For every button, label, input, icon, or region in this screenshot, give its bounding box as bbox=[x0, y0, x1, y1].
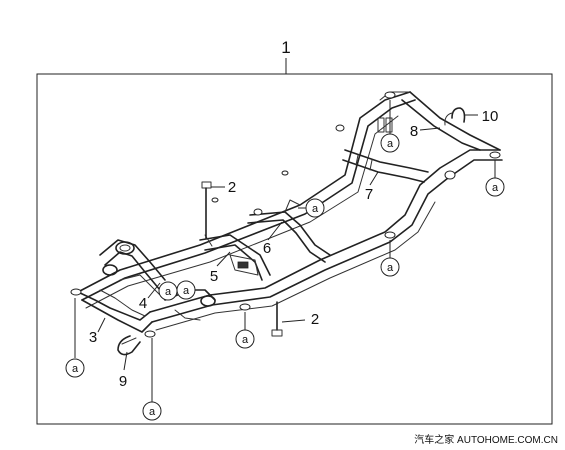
callout-a-8: a bbox=[305, 198, 325, 218]
svg-text:a: a bbox=[492, 182, 499, 194]
callout-a-7: a bbox=[158, 281, 178, 301]
part-label-3: 3 bbox=[89, 329, 97, 346]
part-label-5: 5 bbox=[210, 268, 218, 285]
svg-text:a: a bbox=[72, 363, 79, 375]
callout-a-4: a bbox=[380, 257, 400, 277]
frame-right-rail bbox=[149, 149, 503, 331]
diagram-border bbox=[36, 73, 553, 425]
callout-a-6: a bbox=[380, 133, 400, 153]
bolt-2-top bbox=[201, 181, 212, 239]
part-label-4: 4 bbox=[139, 295, 147, 312]
part-label-7: 7 bbox=[365, 186, 373, 203]
part-labels: 1 2 2 3 4 5 6 7 8 9 10 bbox=[89, 38, 499, 390]
crossmember-5 bbox=[199, 234, 271, 281]
svg-text:a: a bbox=[165, 286, 172, 298]
part-label-1: 1 bbox=[281, 38, 290, 57]
leader-lines bbox=[74, 100, 496, 402]
svg-text:a: a bbox=[387, 262, 394, 274]
crossmember-6 bbox=[247, 199, 331, 263]
callout-a-2: a bbox=[142, 401, 162, 421]
part-label-9: 9 bbox=[119, 373, 127, 390]
part-label-8: 8 bbox=[410, 123, 418, 140]
bracket-10 bbox=[444, 107, 466, 126]
svg-text:a: a bbox=[387, 138, 394, 150]
frame-left-rail bbox=[77, 91, 416, 309]
part-label-6: 6 bbox=[263, 240, 271, 257]
callout-a-5: a bbox=[485, 177, 505, 197]
bracket-8 bbox=[377, 117, 393, 133]
part-label-2-top: 2 bbox=[228, 179, 236, 196]
callout-a-1: a bbox=[65, 358, 85, 378]
part-label-2-bottom: 2 bbox=[311, 311, 319, 328]
callout-a-3: a bbox=[235, 329, 255, 349]
callout-a-9: a bbox=[176, 280, 196, 300]
callout-a-circles: a a a a a a a a a bbox=[65, 133, 505, 421]
tow-hook-9 bbox=[117, 335, 141, 356]
watermark: 汽车之家 AUTOHOME.COM.CN bbox=[414, 433, 558, 446]
front-crossmember bbox=[77, 239, 216, 333]
bolt-2-bottom bbox=[271, 301, 283, 337]
part-label-10: 10 bbox=[482, 108, 499, 125]
svg-text:a: a bbox=[149, 406, 156, 418]
svg-text:a: a bbox=[183, 285, 190, 297]
crossmember-7 bbox=[342, 149, 429, 183]
svg-text:a: a bbox=[242, 334, 249, 346]
svg-text:a: a bbox=[312, 203, 319, 215]
